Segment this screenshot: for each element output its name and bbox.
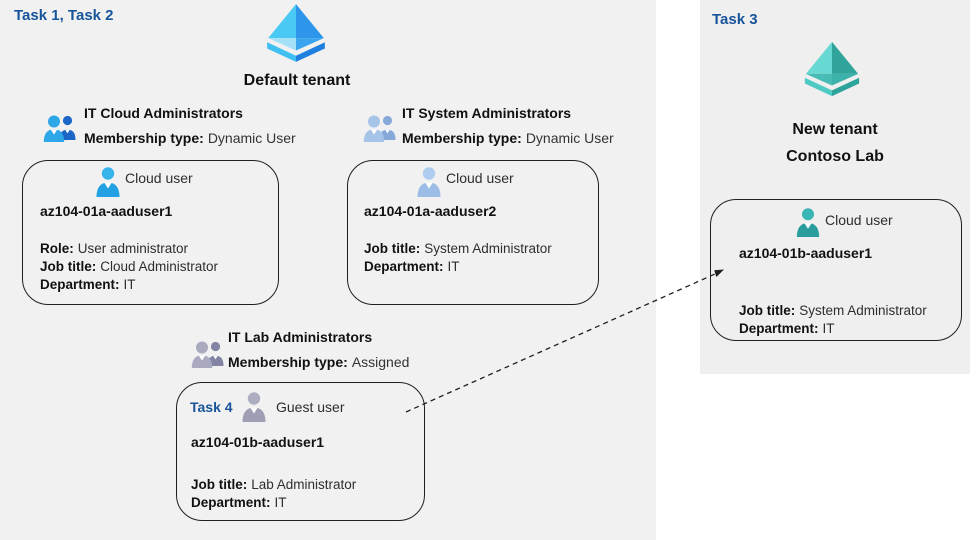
- field-label: Role:: [40, 241, 74, 256]
- task-1-2-label: Task 1, Task 2: [14, 7, 114, 24]
- field-value: IT: [822, 321, 835, 336]
- group-name-cloud-admins: IT Cloud Administrators: [84, 105, 243, 121]
- cloud-user-icon: [95, 166, 121, 198]
- user-type-label: Guest user: [276, 399, 345, 415]
- default-tenant-label: Default tenant: [243, 72, 351, 89]
- azure-ad-tenant-icon-teal: [801, 40, 863, 98]
- user-type-label: Cloud user: [446, 170, 514, 186]
- user-name: az104-01b-aaduser1: [739, 245, 873, 261]
- field-value: System Administrator: [424, 241, 552, 256]
- default-tenant-region: [0, 0, 656, 540]
- user-type-label: Cloud user: [125, 170, 193, 186]
- membership-value: Dynamic User: [525, 130, 614, 146]
- group-membership-cloud-admins: Membership type:Dynamic User: [84, 130, 296, 146]
- azure-ad-tenant-icon-blue: [263, 3, 329, 63]
- field-value: IT: [447, 259, 460, 274]
- guest-user-icon: [241, 391, 267, 423]
- user-field-jobtitle: Job title:Cloud Administrator: [40, 259, 218, 274]
- task-3-label: Task 3: [712, 11, 758, 28]
- user-type-label: Cloud user: [825, 212, 893, 228]
- cloud-user-icon: [795, 207, 821, 238]
- field-value: Cloud Administrator: [100, 259, 219, 274]
- cloud-user-icon: [416, 166, 442, 198]
- user-name: az104-01b-aaduser1: [191, 434, 325, 450]
- user-field-department: Department:IT: [739, 321, 835, 336]
- user-field-department: Department:IT: [364, 259, 460, 274]
- group-name-system-admins: IT System Administrators: [402, 105, 572, 121]
- user-field-department: Department:IT: [40, 277, 136, 292]
- group-membership-system-admins: Membership type:Dynamic User: [402, 130, 614, 146]
- membership-label: Membership type:: [402, 130, 522, 146]
- user-field-jobtitle: Job title:Lab Administrator: [191, 477, 356, 492]
- field-label: Job title:: [191, 477, 248, 492]
- task-4-label: Task 4: [190, 399, 233, 415]
- field-value: IT: [274, 495, 287, 510]
- membership-label: Membership type:: [84, 130, 204, 146]
- user-field-role: Role:User administrator: [40, 241, 188, 256]
- user-name: az104-01a-aaduser1: [40, 203, 173, 219]
- field-value: IT: [123, 277, 136, 292]
- group-icon-lab-admins: [190, 339, 226, 369]
- group-name-lab-admins: IT Lab Administrators: [228, 329, 373, 345]
- membership-value: Dynamic User: [207, 130, 296, 146]
- membership-label: Membership type:: [228, 354, 348, 370]
- field-label: Department:: [191, 495, 271, 510]
- field-label: Department:: [739, 321, 819, 336]
- field-value: System Administrator: [799, 303, 927, 318]
- user-field-department: Department:IT: [191, 495, 287, 510]
- field-label: Department:: [40, 277, 120, 292]
- guest-user-card: Task 4 Guest user az104-01b-aaduser1 Job…: [176, 382, 425, 521]
- user-card-aaduser1: Cloud user az104-01a-aaduser1 Role:User …: [22, 160, 279, 305]
- user-card-aaduser2: Cloud user az104-01a-aaduser2 Job title:…: [347, 160, 599, 305]
- field-label: Department:: [364, 259, 444, 274]
- user-field-jobtitle: Job title:System Administrator: [739, 303, 927, 318]
- field-label: Job title:: [739, 303, 796, 318]
- new-tenant-label-line2: Contoso Lab: [786, 148, 884, 165]
- field-label: Job title:: [364, 241, 421, 256]
- group-membership-lab-admins: Membership type:Assigned: [228, 354, 409, 370]
- group-icon-system-admins: [362, 113, 398, 143]
- new-tenant-label-line1: New tenant: [792, 121, 878, 138]
- field-label: Job title:: [40, 259, 97, 274]
- membership-value: Assigned: [351, 354, 410, 370]
- new-tenant-user-card: Cloud user az104-01b-aaduser1 Job title:…: [710, 199, 962, 341]
- field-value: User administrator: [77, 241, 189, 256]
- field-value: Lab Administrator: [251, 477, 357, 492]
- user-field-jobtitle: Job title:System Administrator: [364, 241, 552, 256]
- user-name: az104-01a-aaduser2: [364, 203, 497, 219]
- group-icon-cloud-admins: [42, 113, 78, 143]
